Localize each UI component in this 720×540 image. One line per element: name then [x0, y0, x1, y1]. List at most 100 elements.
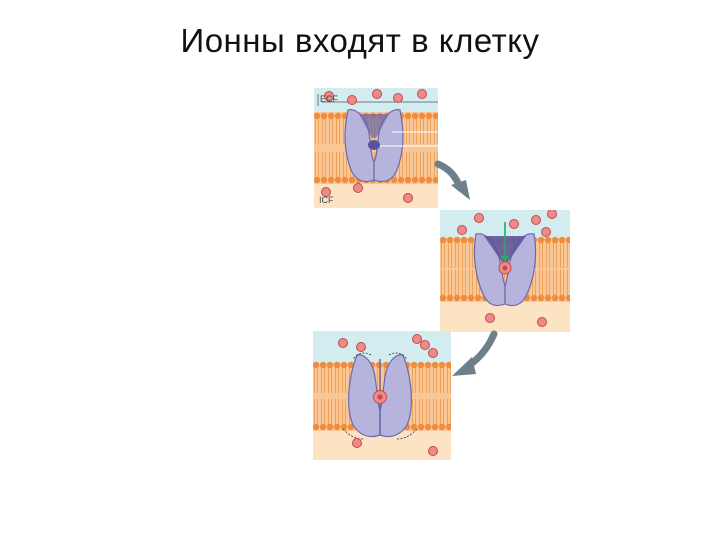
ion [338, 338, 348, 348]
lipid-head [425, 112, 433, 120]
label-ecf: ECF [320, 94, 338, 104]
lipid-head [313, 423, 320, 431]
lipid-head [558, 294, 566, 302]
lipid-head [445, 423, 451, 431]
lipid-head [334, 176, 342, 184]
lipid-head [348, 176, 356, 184]
lipid-head [445, 361, 451, 369]
lipid-head [425, 176, 433, 184]
lipid-head [565, 294, 570, 302]
lipid-head [565, 236, 570, 244]
ion [509, 219, 519, 229]
lipid-head [440, 236, 447, 244]
lipid-head [460, 236, 468, 244]
ion [417, 89, 427, 99]
lipid-head [446, 236, 454, 244]
lipid-head [334, 112, 342, 120]
lipid-head [446, 294, 454, 302]
lipid-head [397, 176, 405, 184]
lipid-head [467, 236, 475, 244]
lipid-head [431, 361, 439, 369]
ion [474, 213, 484, 223]
lipid-head [327, 112, 335, 120]
ion [347, 95, 357, 105]
lipid-head [438, 361, 446, 369]
movement-arrow [342, 428, 364, 440]
lipid-head [417, 361, 425, 369]
movement-arrow [396, 428, 418, 440]
lipid-head [314, 112, 321, 120]
lipid-head [319, 423, 327, 431]
lipid-head [390, 176, 398, 184]
lipid-head [320, 112, 328, 120]
lipid-head [410, 423, 418, 431]
lipid-head [375, 361, 383, 369]
lipid-head [440, 294, 447, 302]
ion [324, 91, 334, 101]
diagram-panel-ion-entering [440, 210, 570, 332]
lipid-head [424, 361, 432, 369]
ion [352, 438, 362, 448]
lipid-head [544, 294, 552, 302]
lipid-head [544, 236, 552, 244]
ion [356, 342, 366, 352]
label-icf: ICF [319, 195, 334, 205]
lipid-head [530, 294, 538, 302]
membrane-diagram-1 [314, 88, 438, 208]
lipid-head [326, 361, 334, 369]
ion [403, 193, 413, 203]
ion [428, 446, 438, 456]
lipid-head [431, 423, 439, 431]
lipid-head [453, 294, 461, 302]
ion [321, 187, 331, 197]
lipid-head [460, 294, 468, 302]
ion [537, 317, 547, 327]
lipid-head [340, 423, 348, 431]
lipid-head [326, 423, 334, 431]
slide-title: Ионны входят в клетку [180, 22, 540, 59]
lipid-head [319, 361, 327, 369]
lipid-head [418, 176, 426, 184]
lipid-head [411, 112, 419, 120]
lipid-head [537, 236, 545, 244]
lipid-head [438, 423, 446, 431]
lipid-head [432, 112, 438, 120]
lipid-head [404, 176, 412, 184]
lipid-head [537, 294, 545, 302]
ion [485, 313, 495, 323]
ion [457, 225, 467, 235]
lipid-head [320, 176, 328, 184]
diagram-panel-ion-passing [313, 331, 451, 460]
membrane-diagram-2 [440, 210, 570, 332]
ion [353, 183, 363, 193]
ion [412, 334, 422, 344]
lipid-head [410, 361, 418, 369]
lipid-head [558, 236, 566, 244]
ion [531, 215, 541, 225]
lipid-head [314, 176, 321, 184]
arrow-step-1 [434, 158, 474, 202]
membrane-diagram-3 [313, 331, 451, 460]
ion [541, 227, 551, 237]
channel-pore [359, 114, 389, 138]
ion [393, 93, 403, 103]
lipid-head [404, 112, 412, 120]
lipid-head [467, 294, 475, 302]
lipid-head [453, 236, 461, 244]
lipid-head [327, 176, 335, 184]
lipid-head [341, 176, 349, 184]
lipid-head [313, 361, 320, 369]
lipid-head [551, 236, 559, 244]
lipid-head [432, 176, 438, 184]
lipid-head [333, 361, 341, 369]
diagram-panel-closed [314, 88, 438, 208]
movement-arrow [388, 352, 408, 360]
channel-gate [368, 140, 380, 150]
ion [420, 340, 430, 350]
lipid-head [474, 294, 482, 302]
lipid-head [418, 112, 426, 120]
lipid-head [551, 294, 559, 302]
movement-arrow [352, 352, 372, 360]
lipid-head [417, 423, 425, 431]
lipid-head [340, 361, 348, 369]
